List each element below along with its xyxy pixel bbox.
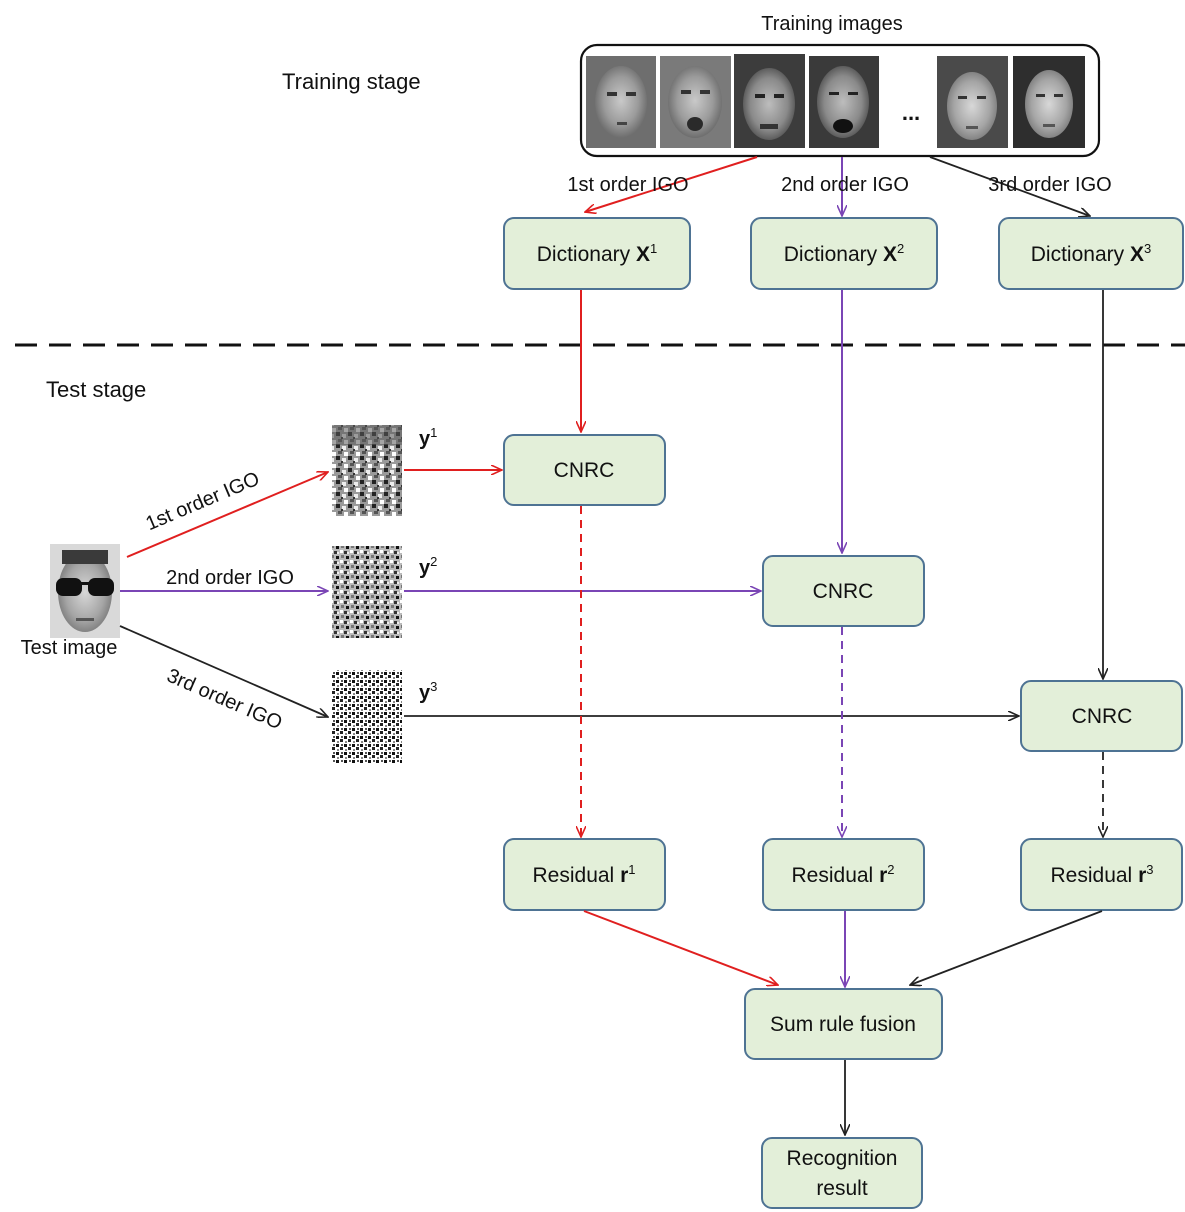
y1-label: y1 <box>419 425 437 450</box>
test-image-face <box>50 544 120 638</box>
dictionary-1-box <box>503 217 691 290</box>
cnrc-3-box <box>1020 680 1183 752</box>
training-stage-label: Training stage <box>282 69 421 94</box>
igo3-feature-image <box>332 670 402 763</box>
arrow-train-to-dict1 <box>585 156 758 212</box>
dictionary-3-label: Dictionary X3 <box>1031 241 1151 266</box>
cnrc-1-box <box>503 434 666 506</box>
arrow-train-to-dict3 <box>929 156 1090 216</box>
training-face-6 <box>1013 56 1085 148</box>
residual-3-label: Residual r3 <box>1051 862 1154 887</box>
test-igo2-label: 2nd order IGO <box>166 567 294 589</box>
arrow-test-to-y3 <box>119 625 328 717</box>
residual-1-box <box>503 838 666 911</box>
training-face-3 <box>734 54 805 148</box>
residual-3-box <box>1020 838 1183 911</box>
cnrc-1-label: CNRC <box>554 459 615 482</box>
training-face-4 <box>809 56 879 148</box>
arrow-res1-to-fusion <box>583 910 778 985</box>
y3-label: y3 <box>419 679 437 704</box>
train-igo1-label: 1st order IGO <box>567 174 688 196</box>
training-face-1 <box>586 56 656 148</box>
test-stage-label: Test stage <box>46 377 146 402</box>
training-images-title: Training images <box>761 13 903 35</box>
dictionary-1-label: Dictionary X1 <box>537 241 657 266</box>
training-face-5 <box>937 56 1008 148</box>
train-igo2-label: 2nd order IGO <box>781 174 909 196</box>
arrow-res3-to-fusion <box>910 910 1103 985</box>
dictionary-3-box <box>998 217 1184 290</box>
training-face-2 <box>660 56 731 148</box>
fusion-box <box>744 988 943 1060</box>
train-igo3-label: 3rd order IGO <box>988 174 1111 196</box>
residual-2-box <box>762 838 925 911</box>
cnrc-2-label: CNRC <box>813 580 874 603</box>
result-label-line1: Recognition <box>787 1147 898 1170</box>
training-images-ellipsis: ... <box>902 100 920 125</box>
y2-label: y2 <box>419 554 437 579</box>
residual-1-label: Residual r1 <box>533 862 636 887</box>
dictionary-2-box <box>750 217 938 290</box>
test-igo3-label: 3rd order IGO <box>163 665 285 735</box>
fusion-label: Sum rule fusion <box>770 1013 916 1036</box>
igo1-feature-image <box>332 425 402 516</box>
dictionary-2-label: Dictionary X2 <box>784 241 904 266</box>
igo2-feature-image <box>332 546 402 638</box>
residual-2-label: Residual r2 <box>792 862 895 887</box>
cnrc-2-box <box>762 555 925 627</box>
arrow-test-to-y1 <box>126 472 328 558</box>
result-box <box>761 1137 923 1209</box>
test-image-label: Test image <box>21 637 118 659</box>
result-label-line2: result <box>816 1177 868 1200</box>
cnrc-3-label: CNRC <box>1072 705 1133 728</box>
